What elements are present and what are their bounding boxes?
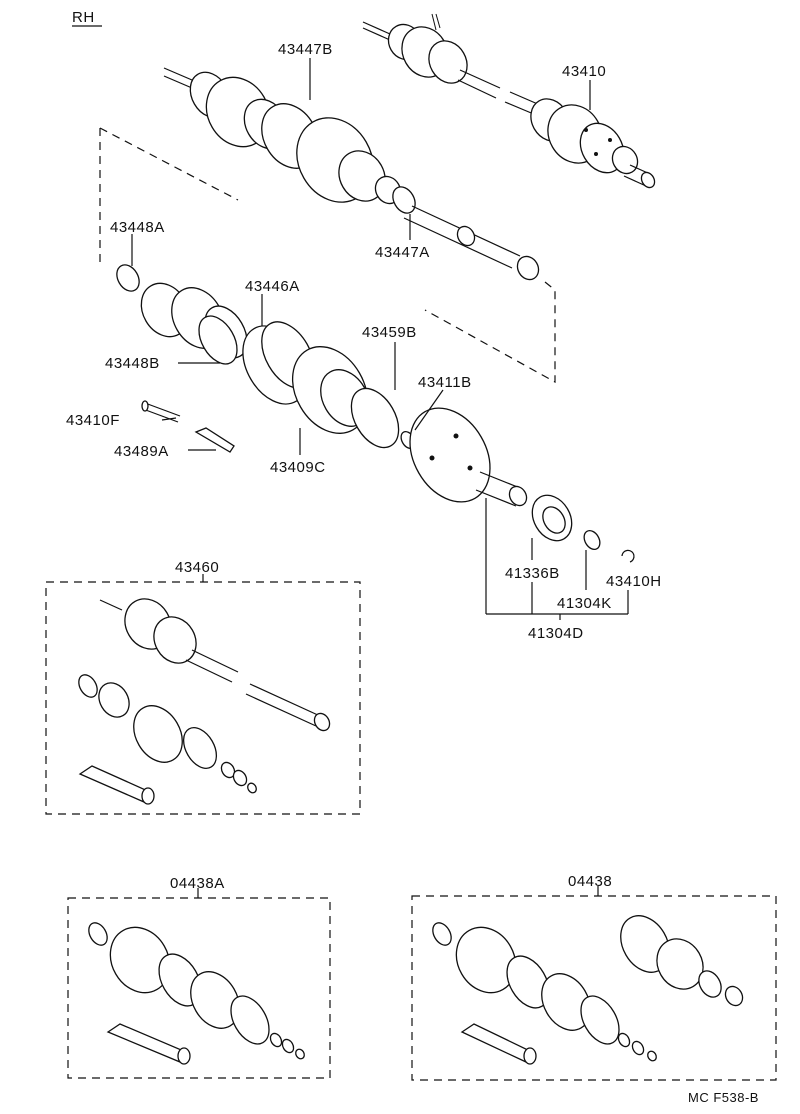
ring-43459b (350, 387, 400, 449)
label-43446a: 43446A (245, 278, 300, 295)
drawing-code: MC F538-B (688, 1090, 759, 1105)
kit-box-04438a (67, 888, 331, 1079)
boot-clamp-43448a (116, 264, 140, 292)
label-43448a: 43448A (110, 219, 165, 236)
label-43410f: 43410F (66, 412, 120, 429)
side-label: RH (72, 9, 95, 26)
label-43489a: 43489A (114, 443, 169, 460)
label-43460: 43460 (175, 559, 219, 576)
label-43459b: 43459B (362, 324, 417, 341)
label-04438a: 04438A (170, 875, 225, 892)
o-ring-41304k (583, 530, 601, 550)
label-41304d: 41304D (528, 625, 584, 642)
seal-41336b (531, 494, 573, 542)
label-43410: 43410 (562, 63, 606, 80)
label-43411b: 43411B (418, 374, 472, 391)
kit-box-04438 (411, 886, 777, 1081)
label-41304k: 41304K (557, 595, 612, 612)
label-43448b: 43448B (105, 355, 160, 372)
dashed-assembly-outline (99, 127, 556, 384)
leader-lines (131, 58, 629, 620)
kit-box-43460 (45, 574, 361, 815)
hub-flange (409, 407, 528, 507)
drive-shaft-assembly-small (362, 13, 656, 189)
boot-clamp-43448b (198, 315, 238, 365)
label-43409c: 43409C (270, 459, 326, 476)
label-04438: 04438 (568, 873, 612, 890)
plate-43489a (194, 427, 235, 453)
label-43447b: 43447B (278, 41, 333, 58)
bolt-43410f (141, 400, 181, 423)
snap-ring-43410h (621, 549, 635, 563)
label-41336b: 41336B (505, 565, 560, 582)
label-43410h: 43410H (606, 573, 662, 590)
drive-shaft-assembly-large (163, 67, 540, 281)
label-43447a: 43447A (375, 244, 430, 261)
